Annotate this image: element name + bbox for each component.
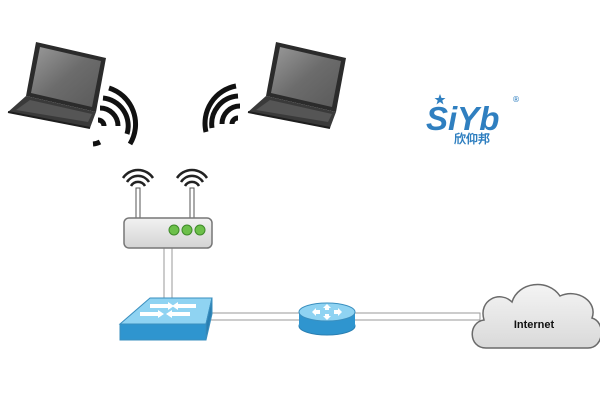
- wifi-signal-icon: [92, 85, 139, 147]
- logo-brand-text: SiYb: [426, 100, 499, 137]
- network-switch: [118, 297, 213, 341]
- core-router: [298, 302, 356, 336]
- wifi-signal-icon: [202, 83, 241, 133]
- wireless-router-icon: [123, 217, 213, 249]
- cloud-icon: [471, 283, 600, 349]
- logo-registered-mark: ®: [512, 95, 520, 104]
- laptop-icon: [247, 42, 346, 129]
- internet-cloud: Internet: [471, 283, 600, 349]
- status-led: [168, 224, 180, 236]
- laptop-icon: [7, 42, 106, 129]
- status-led: [194, 224, 206, 236]
- laptop-left: [7, 42, 139, 147]
- network-switch-icon: [118, 297, 213, 341]
- status-led: [181, 224, 193, 236]
- laptop-right: [247, 42, 346, 129]
- antenna-left: [121, 168, 155, 221]
- logo-chinese-text: 欣仰邦: [454, 131, 490, 146]
- star-icon: [434, 94, 446, 105]
- internet-label: Internet: [514, 319, 555, 331]
- router-icon: [298, 302, 356, 336]
- wireless-router: [121, 168, 213, 249]
- siyb-logo: SiYb ® 欣仰邦: [426, 94, 520, 146]
- link-switch-core-router: [204, 312, 306, 321]
- link-core-router-internet: [349, 312, 481, 321]
- antenna-right: [175, 168, 209, 221]
